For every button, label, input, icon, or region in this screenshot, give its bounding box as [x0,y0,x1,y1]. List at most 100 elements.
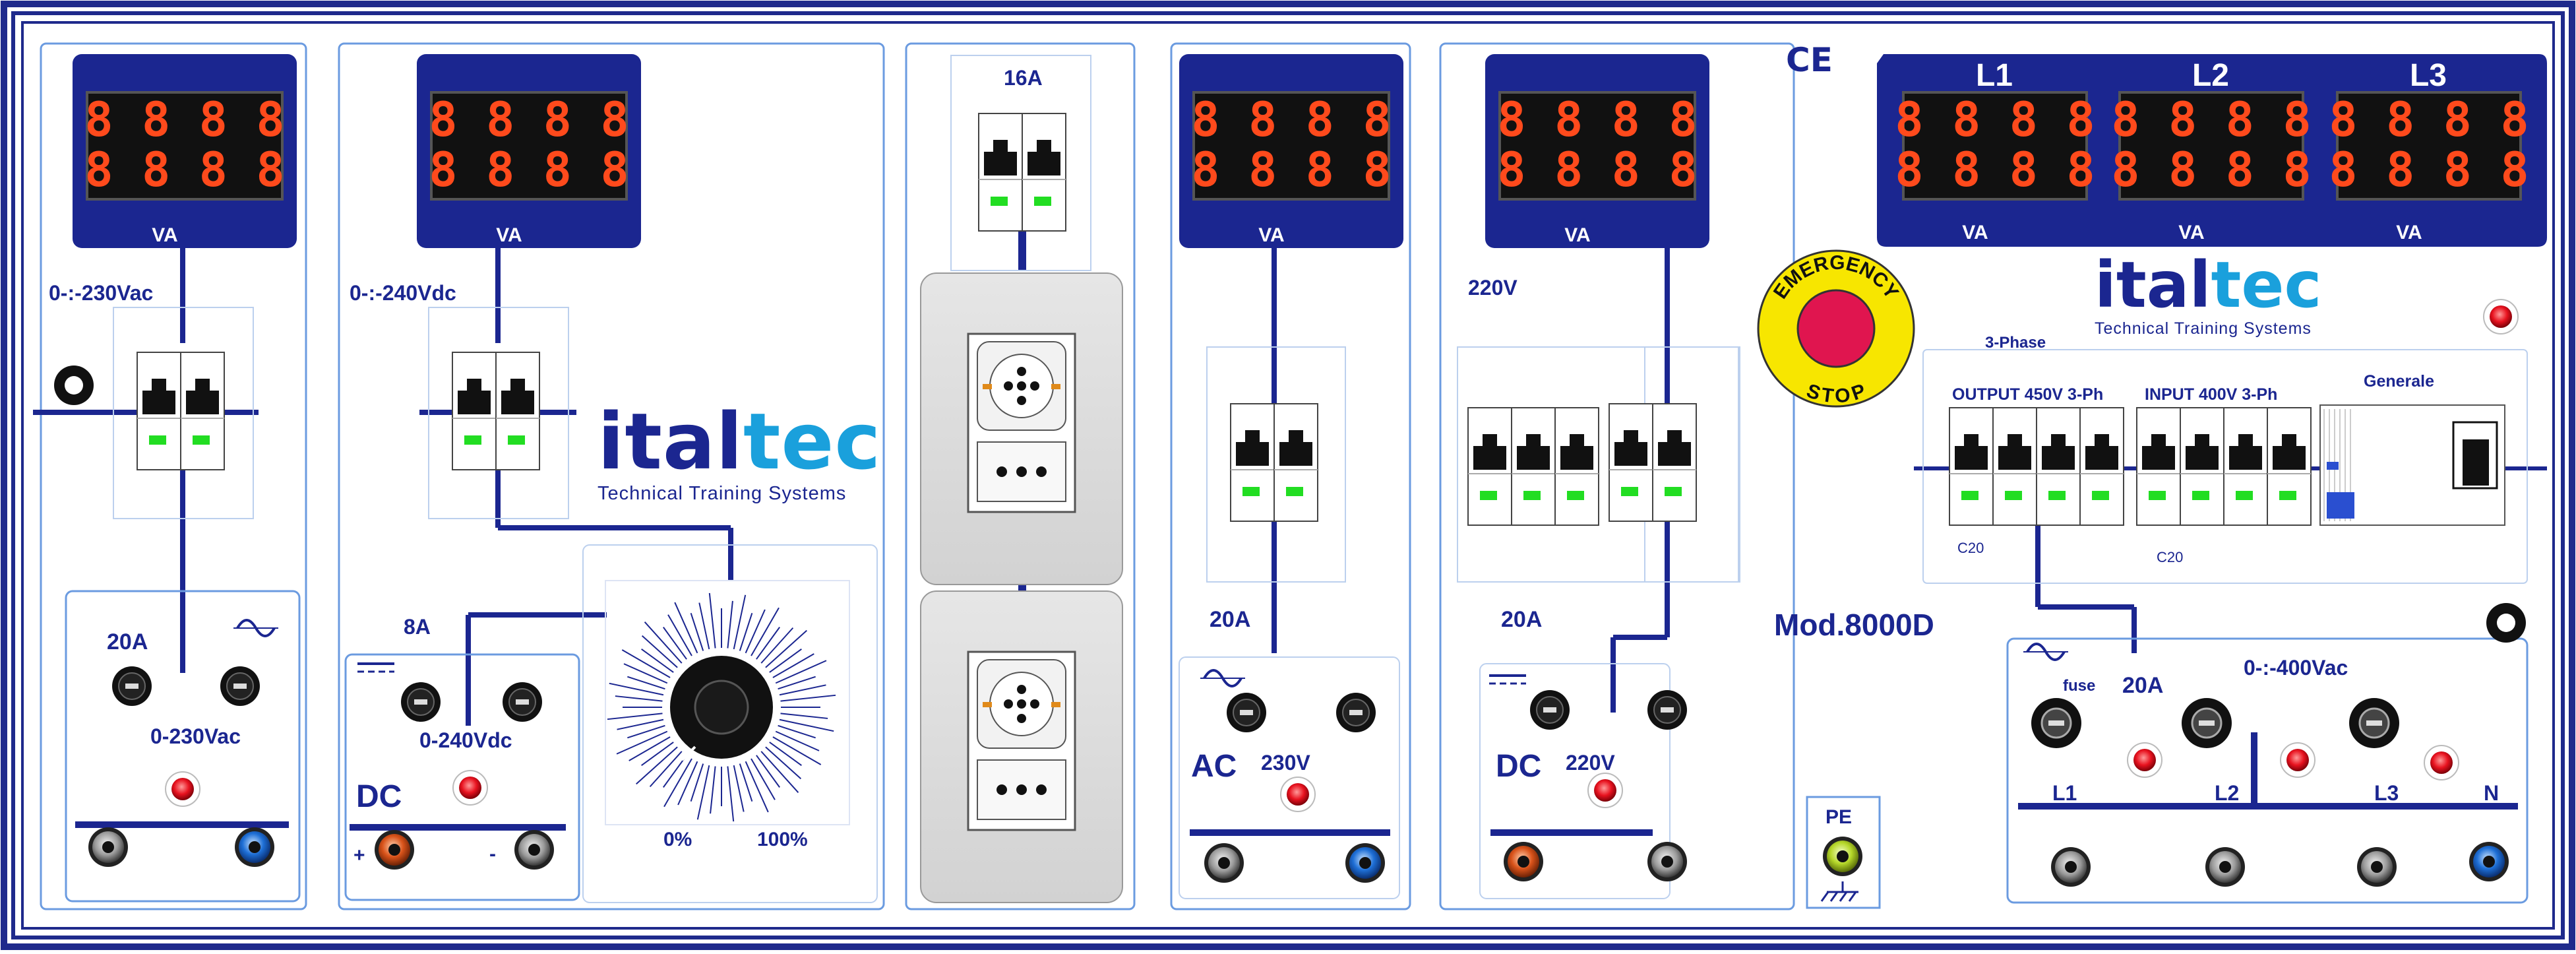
jack-m5-a[interactable] [1504,842,1543,881]
socket-hole-it [1016,466,1027,477]
jack-m5-b[interactable] [1647,842,1687,881]
jack-hole[interactable] [1518,856,1529,868]
jack-l2[interactable] [2205,847,2245,887]
breaker-indicator [991,197,1008,206]
breaker-toggle[interactable] [1624,430,1638,450]
logo-subtitle-2: Technical Training Systems [2095,319,2312,338]
breaker-m1[interactable] [137,352,225,470]
jack-m2-minus[interactable] [514,830,554,870]
c20-left-label: C20 [1957,540,1984,556]
socket-hole [1017,685,1026,694]
jack-m1-b[interactable] [235,827,274,867]
jack-m4-a[interactable] [1204,843,1244,883]
dial-knob-center[interactable] [694,680,749,735]
jack-m4-b[interactable] [1345,843,1385,883]
breaker-toggle[interactable] [1289,430,1303,450]
socket-hole-it [1036,784,1047,795]
m2-plus-label: + [353,844,365,866]
estop-mushroom[interactable] [1796,289,1876,368]
jack-hole[interactable] [1359,857,1371,869]
ground-hatch [1839,891,1848,902]
fuse-m2-a[interactable] [401,682,441,722]
jack-hole[interactable] [2371,861,2383,873]
fuse-m5-a[interactable] [1530,690,1570,730]
breaker-toggle[interactable] [2095,434,2109,454]
fuse-m4-b[interactable] [1336,693,1376,732]
m5-type-label: DC [1496,749,1542,784]
breaker-output-3ph[interactable] [1949,407,2124,526]
breaker-toggle[interactable] [1964,434,1978,454]
breaker-toggle[interactable] [2151,434,2166,454]
phase-fuse-1[interactable] [2031,698,2081,748]
breaker-toggle[interactable] [2008,434,2022,454]
breaker-toggle[interactable] [1526,434,1541,454]
breaker-toggle[interactable] [2238,434,2253,454]
breaker-toggle[interactable] [1245,430,1260,450]
breaker-toggle[interactable] [467,379,481,398]
jack-hole[interactable] [528,844,540,856]
phase-fuse-2[interactable] [2182,698,2232,748]
jack-pe[interactable] [1823,837,1862,876]
breaker-toggle[interactable] [993,140,1008,160]
fuse-m4-a[interactable] [1227,693,1266,732]
led-m4 [1280,777,1316,812]
jack-n[interactable] [2469,842,2509,881]
generale-switch-lever[interactable] [2463,439,2489,486]
breaker-toggle[interactable] [510,379,525,398]
jack-l1[interactable] [2051,847,2091,887]
jack-hole[interactable] [2219,861,2231,873]
breaker-indicator [2192,491,2209,500]
terminal-label-n: N [2484,781,2499,805]
jack-hole[interactable] [102,841,114,853]
jack-l3[interactable] [2357,847,2397,887]
rcd-test-button[interactable] [2327,492,2354,519]
fuse-m1-a[interactable] [112,666,152,706]
breaker-indicator [2005,491,2022,500]
terminal-label-l1: L1 [2052,781,2077,805]
rcd-generale[interactable] [2319,404,2505,526]
breaker-m5-a[interactable] [1467,407,1599,526]
power-socket-2[interactable] [920,590,1123,903]
ground-clip-l [983,384,992,389]
breaker-m3[interactable] [978,113,1066,232]
breaker-m2[interactable] [452,352,540,470]
jack-hole[interactable] [388,844,400,856]
jack-hole[interactable] [2065,861,2077,873]
breaker-toggle[interactable] [2051,434,2066,454]
breaker-toggle[interactable] [2282,434,2296,454]
breaker-toggle[interactable] [1037,140,1051,160]
breaker-toggle[interactable] [195,379,210,398]
dial-min-label: 0% [663,829,692,850]
ground-hatch [1829,891,1839,902]
jack-m2-plus[interactable] [375,830,414,870]
fuse-m1-b[interactable] [220,666,260,706]
led-lens [171,778,194,800]
m5-current-label: 20A [1501,607,1543,632]
jack-m1-a[interactable] [88,827,128,867]
breaker-toggle[interactable] [2195,434,2209,454]
breaker-indicator [2236,491,2253,500]
breaker-input-3ph[interactable] [2136,407,2312,526]
breaker-toggle[interactable] [1570,434,1584,454]
breaker-m4[interactable] [1230,403,1318,522]
jack-hole[interactable] [1661,856,1673,868]
fuse-m2-b[interactable] [503,682,542,722]
fuse-m5-b[interactable] [1647,690,1687,730]
breaker-toggle[interactable] [1483,434,1497,454]
breaker-m5-b[interactable] [1609,403,1697,522]
breaker-toggle[interactable] [1667,430,1682,450]
jack-hole[interactable] [249,841,261,853]
jack-hole[interactable] [2483,856,2495,868]
dial-tick [609,682,664,696]
dial-tick [765,746,802,780]
variac-dial[interactable] [607,592,836,822]
m5-out-voltage-label: 220V [1566,751,1615,775]
jack-hole[interactable] [1837,850,1849,862]
phase-fuse-3[interactable] [2349,698,2399,748]
breaker-toggle[interactable] [152,379,166,398]
breaker-indicator [1621,487,1638,496]
power-socket-1[interactable] [920,272,1123,585]
jack-hole[interactable] [1218,857,1230,869]
phase-fuse-slot [2199,720,2215,726]
